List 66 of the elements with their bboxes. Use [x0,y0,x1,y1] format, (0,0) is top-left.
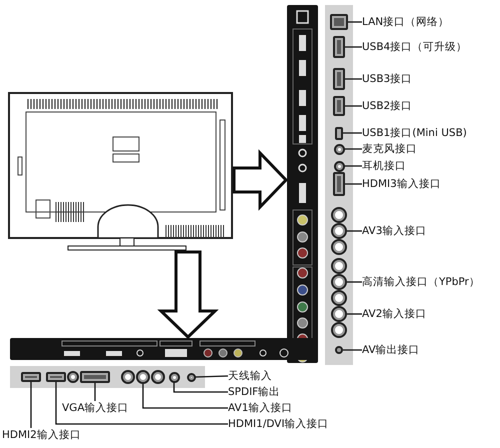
hollow-arrow [157,250,219,340]
port-label: USB1接口(Mini USB) [362,126,467,140]
port-label: 麦克风接口 [362,142,417,156]
port-label: AV3输入接口 [362,224,426,238]
port-label: 天线输入 [228,369,272,383]
port-label: AV2输入接口 [362,307,426,321]
leader-line [347,313,362,315]
leader-line [173,382,228,393]
port-label: USB2接口 [362,99,412,113]
port-label: USB4接口（可升级） [362,40,468,54]
port-label: SPDIF输出 [228,385,280,399]
port-socket [333,172,345,196]
leader-line [348,21,362,23]
jack-socket [136,370,150,384]
leader-line [345,105,362,107]
jack-socket [331,258,347,274]
port-label: 耳机接口 [362,159,406,173]
jack-socket [334,144,344,154]
jack-socket [331,322,347,338]
port-socket [333,96,345,116]
leader-line [347,230,362,232]
jack-socket [334,160,344,172]
port-socket [333,68,345,90]
leader-line [343,349,362,351]
port-socket [333,36,345,58]
port-socket [46,372,66,382]
jack-socket [331,223,347,239]
connector-strip [325,5,353,365]
jack-socket [168,372,180,382]
leader-line [345,46,362,48]
leader-line [195,375,228,378]
leader-line [344,148,362,150]
port-label: HDMI3输入接口 [362,177,441,191]
jack-socket [121,370,135,384]
port-socket [21,372,41,382]
jack-socket [331,207,347,223]
port-label: LAN接口（网络） [362,15,450,29]
port-label: VGA输入接口 [62,401,129,415]
leader-line [344,165,362,167]
port-socket [80,371,110,383]
hollow-arrow [232,149,288,211]
leader-line [345,78,362,80]
connector-strip [10,366,205,388]
jack-socket [151,370,165,384]
jack-socket [331,306,347,322]
port-label: HDMI1/DVI输入接口 [228,417,329,431]
jack-socket [335,346,343,354]
port-label: 高清输入接口（YPbPr） [362,275,480,289]
jack-socket [331,239,347,255]
port-label: AV输出接口 [362,343,420,357]
leader-line [94,383,96,401]
jack-socket [331,290,347,306]
jack-socket [331,274,347,290]
leader-line [343,132,362,134]
leader-line [142,384,228,409]
jack-socket [67,371,79,383]
leader-line [347,281,362,283]
leader-line [345,183,362,185]
leader-line [55,382,228,425]
jack-socket [186,372,196,382]
port-socket [335,126,343,140]
port-label: HDMI2输入接口 [2,428,81,442]
port-socket [330,14,348,30]
leader-line [30,382,32,428]
port-label: AV1输入接口 [228,401,292,415]
port-label: USB3接口 [362,72,412,86]
